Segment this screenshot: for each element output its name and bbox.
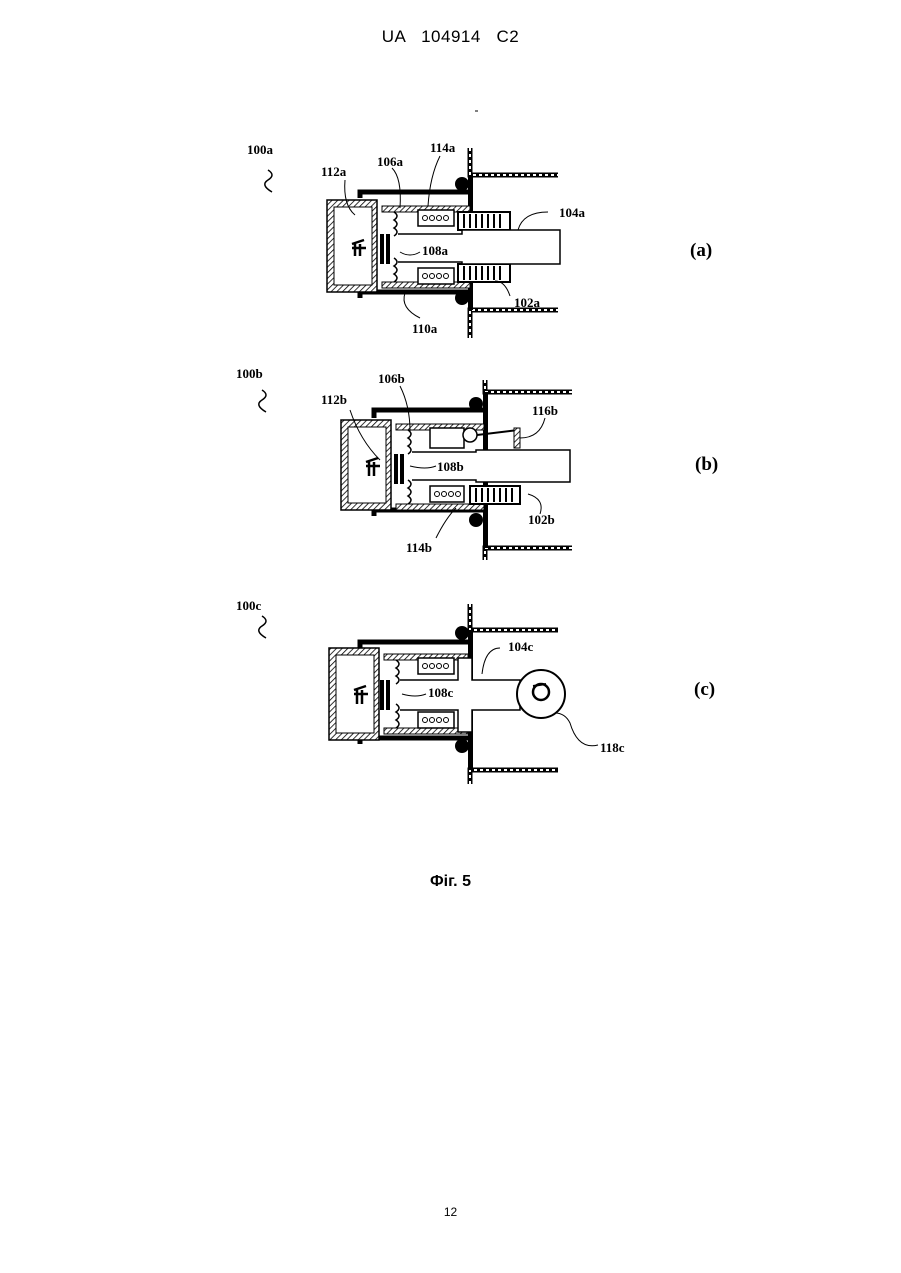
panel-label-b: (b): [695, 454, 718, 475]
label-102b: 102b: [528, 512, 555, 527]
label-110a: 110a: [412, 321, 438, 336]
label-112b: 112b: [321, 392, 347, 407]
label-114b: 114b: [406, 540, 432, 555]
label-100a: 100a: [247, 142, 274, 157]
panel-label-c: (c): [694, 679, 715, 700]
label-106a: 106a: [377, 154, 404, 169]
label-100b: 100b: [236, 366, 263, 381]
label-118c: 118c: [600, 740, 625, 755]
label-112a: 112a: [321, 164, 347, 179]
panel-b-drawing: [259, 380, 572, 560]
label-104c: 104c: [508, 639, 534, 654]
label-114a: 114a: [430, 140, 456, 155]
label-108c: 108c: [428, 685, 454, 700]
label-102a: 102a: [514, 295, 541, 310]
label-108b: 108b: [437, 459, 464, 474]
label-116b: 116b: [532, 403, 558, 418]
label-100c: 100c: [236, 598, 262, 613]
label-106b: 106b: [378, 371, 405, 386]
page-number: 12: [0, 1205, 901, 1219]
label-104a: 104a: [559, 205, 586, 220]
label-108a: 108a: [422, 243, 449, 258]
figure-caption: Фіг. 5: [0, 873, 901, 891]
panel-label-a: (a): [690, 240, 712, 261]
